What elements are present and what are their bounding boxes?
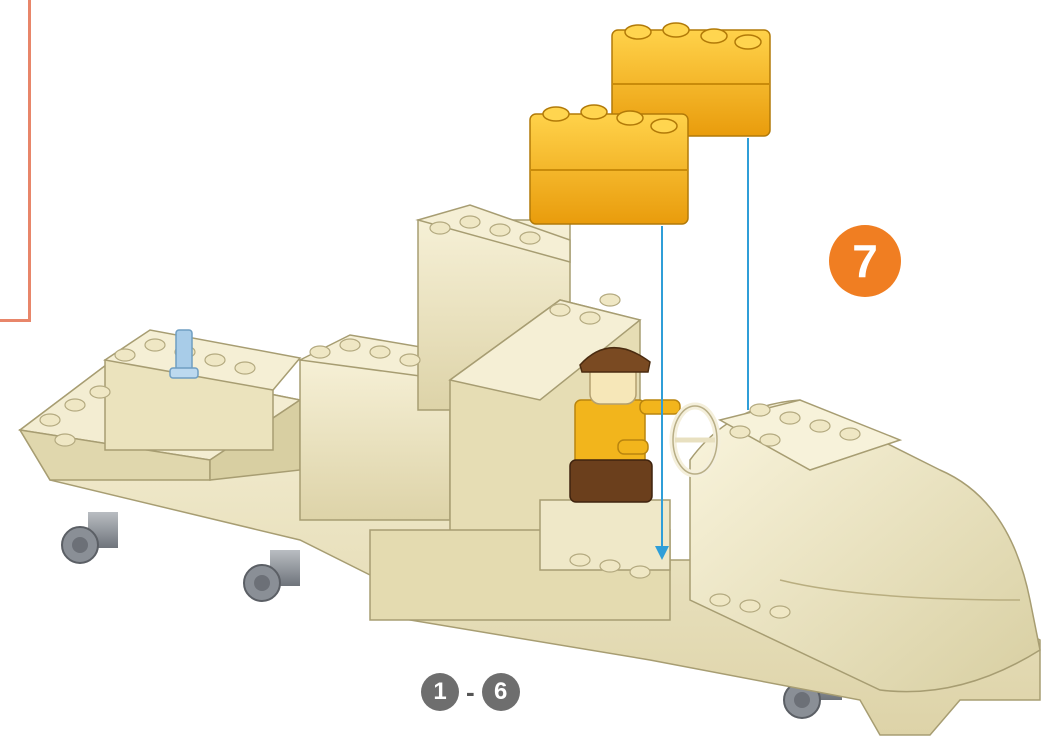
yellow-brick-icon bbox=[530, 105, 688, 224]
step-number-badge: 7 bbox=[829, 225, 901, 297]
reference-steps: 1 - 6 bbox=[421, 672, 520, 712]
axle-wheel-icon bbox=[244, 550, 300, 601]
axle-wheel-icon bbox=[62, 512, 118, 563]
reference-step-from: 1 bbox=[421, 673, 459, 711]
reference-step-separator: - bbox=[466, 677, 475, 708]
minifigure-icon bbox=[570, 348, 680, 502]
reference-step-to: 6 bbox=[482, 673, 520, 711]
